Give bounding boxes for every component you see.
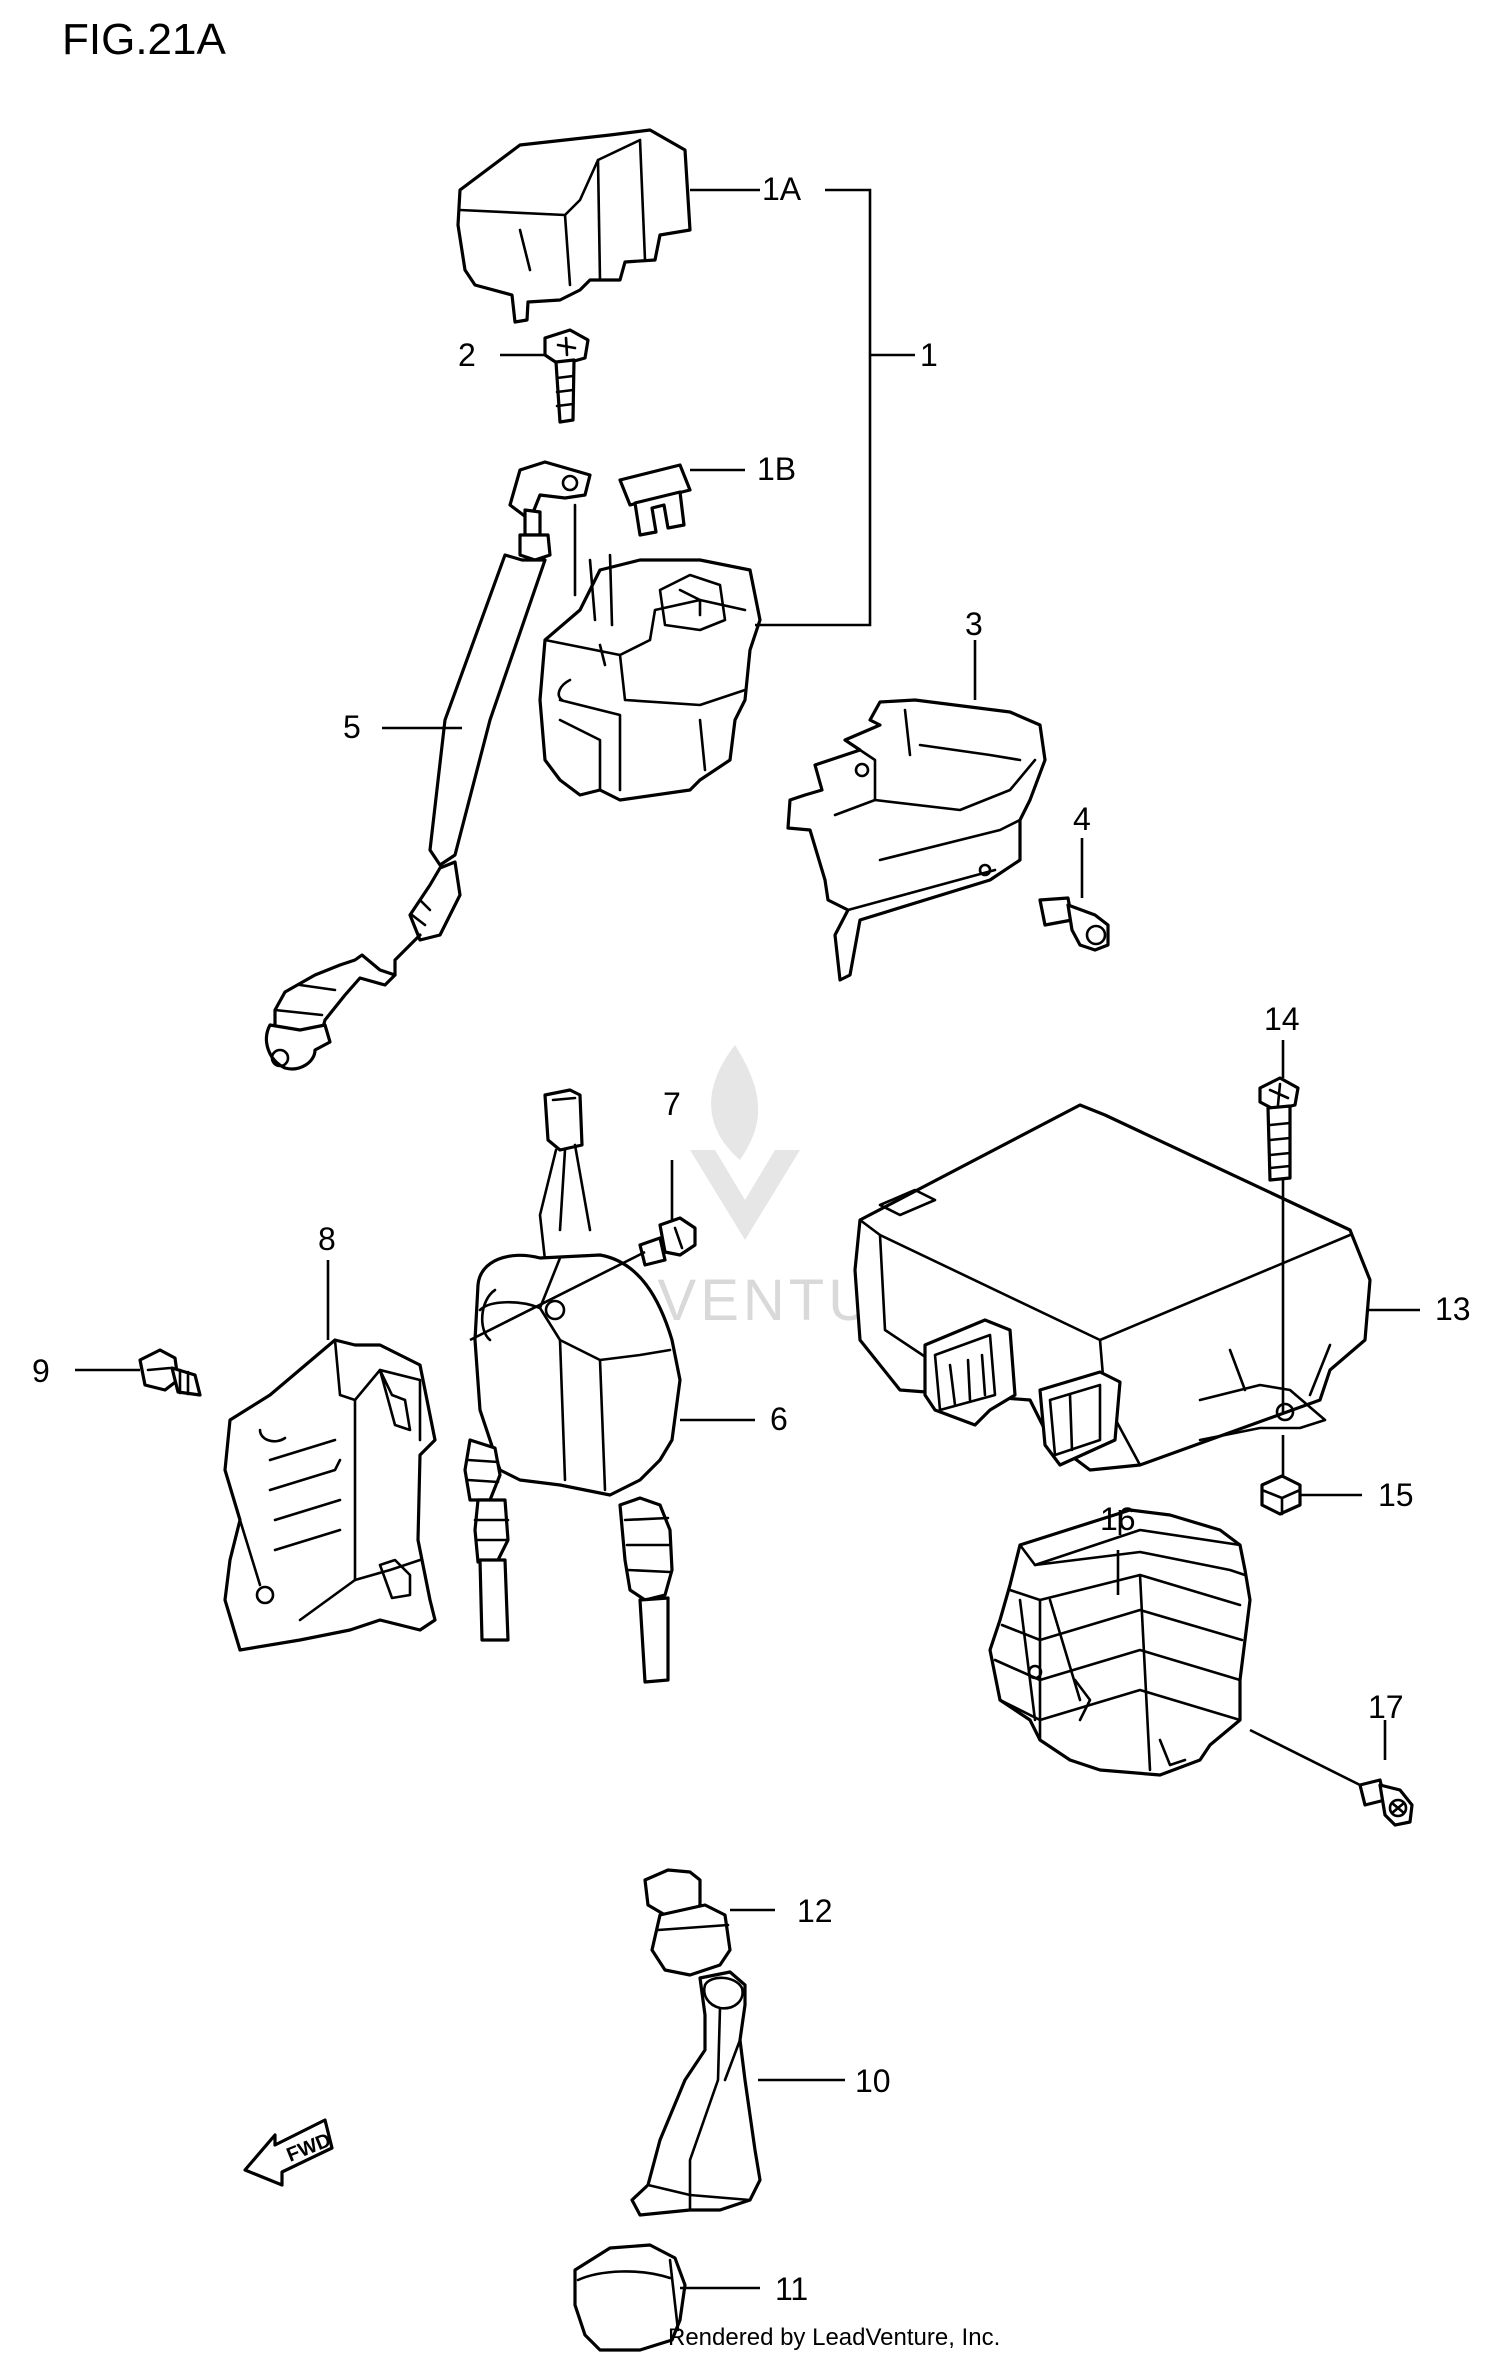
callout-8: 8 (318, 1221, 336, 1257)
callout-12: 12 (797, 1893, 833, 1929)
part-12-cap (643, 1868, 732, 1977)
part-7-screw (638, 1216, 697, 1267)
callout-4: 4 (1073, 801, 1091, 837)
callout-7: 7 (663, 1086, 681, 1122)
part-6-ignition-coil (463, 1088, 682, 1684)
part-1b-fuse (618, 463, 692, 537)
callout-6: 6 (770, 1401, 788, 1437)
leadventure-flame-logo (690, 1045, 800, 1240)
callout-2: 2 (458, 337, 476, 373)
callout-1a: 1A (762, 171, 802, 207)
callout-9: 9 (32, 1353, 50, 1389)
callout-10: 10 (855, 2063, 891, 2099)
part-9-screw (138, 1348, 202, 1397)
part-14-screw (1258, 1076, 1300, 1182)
callout-14: 14 (1264, 1001, 1300, 1037)
callout-17: 17 (1368, 1689, 1404, 1725)
part-5-cable (264, 460, 592, 1071)
part-11-rubber-cap (573, 2243, 687, 2352)
callout-3: 3 (965, 606, 983, 642)
callout-1b: 1B (757, 451, 796, 487)
part-13-ecu (853, 1103, 1372, 1472)
callout-1: 1 (920, 337, 938, 373)
part-2-screw (543, 328, 590, 424)
callout-16: 16 (1100, 1501, 1136, 1537)
callout-13: 13 (1435, 1291, 1471, 1327)
fwd-arrow-icon: FWD (243, 2118, 334, 2187)
part-10-plug-boot (630, 1970, 762, 2217)
part-17-screw (1358, 1778, 1414, 1827)
part-4-bolt (1038, 896, 1110, 952)
figure-title: FIG.21A (62, 15, 226, 64)
part-3-bracket (786, 698, 1047, 982)
callout-15: 15 (1378, 1477, 1414, 1513)
callout-11: 11 (775, 2271, 808, 2307)
footer-credit: Rendered by LeadVenture, Inc. (668, 2324, 1000, 2351)
part-8-coil-bracket (223, 1338, 437, 1652)
part-15-nut (1260, 1474, 1302, 1516)
callout-5: 5 (343, 709, 361, 745)
part-16-regulator (988, 1508, 1252, 1777)
callout-labels: 1A 1 2 1B 3 5 4 14 7 8 13 9 6 15 16 17 1… (32, 171, 1471, 2307)
leader-lines (75, 188, 1420, 2290)
part-1-relay (538, 553, 762, 802)
part-1a-relay-cover (456, 128, 692, 324)
